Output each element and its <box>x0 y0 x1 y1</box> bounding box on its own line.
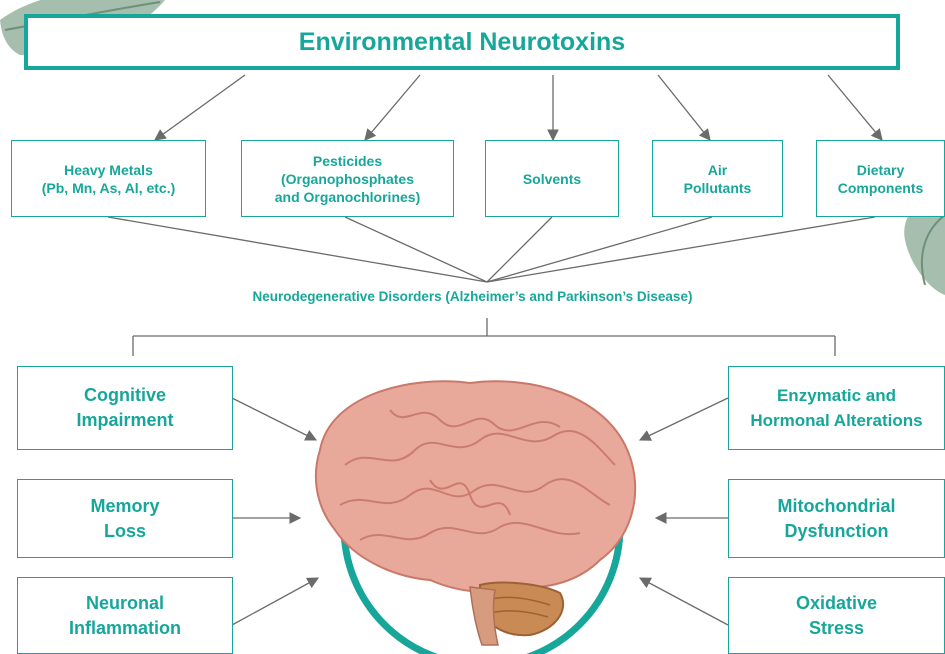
source-pesticides: Pesticides (Organophosphates and Organoc… <box>241 140 454 217</box>
source-air-pollutants: Air Pollutants <box>652 140 783 217</box>
effect-enzymatic-hormonal: Enzymatic and Hormonal Alterations <box>728 366 945 450</box>
source-heavy-metals: Heavy Metals (Pb, Mn, As, Al, etc.) <box>11 140 206 217</box>
title-box: Environmental Neurotoxins <box>24 14 900 70</box>
effect-cognitive-impairment: Cognitive Impairment <box>17 366 233 450</box>
source-dietary-components: Dietary Components <box>816 140 945 217</box>
source-solvents: Solvents <box>485 140 619 217</box>
effect-neuronal-inflammation: Neuronal Inflammation <box>17 577 233 654</box>
effect-memory-loss: Memory Loss <box>17 479 233 558</box>
effect-mitochondrial-dysfunction: Mitochondrial Dysfunction <box>728 479 945 558</box>
disorders-label: Neurodegenerative Disorders (Alzheimer’s… <box>0 289 945 304</box>
brain-illustration <box>300 355 660 654</box>
diagram-title: Environmental Neurotoxins <box>299 28 625 57</box>
effect-oxidative-stress: Oxidative Stress <box>728 577 945 654</box>
